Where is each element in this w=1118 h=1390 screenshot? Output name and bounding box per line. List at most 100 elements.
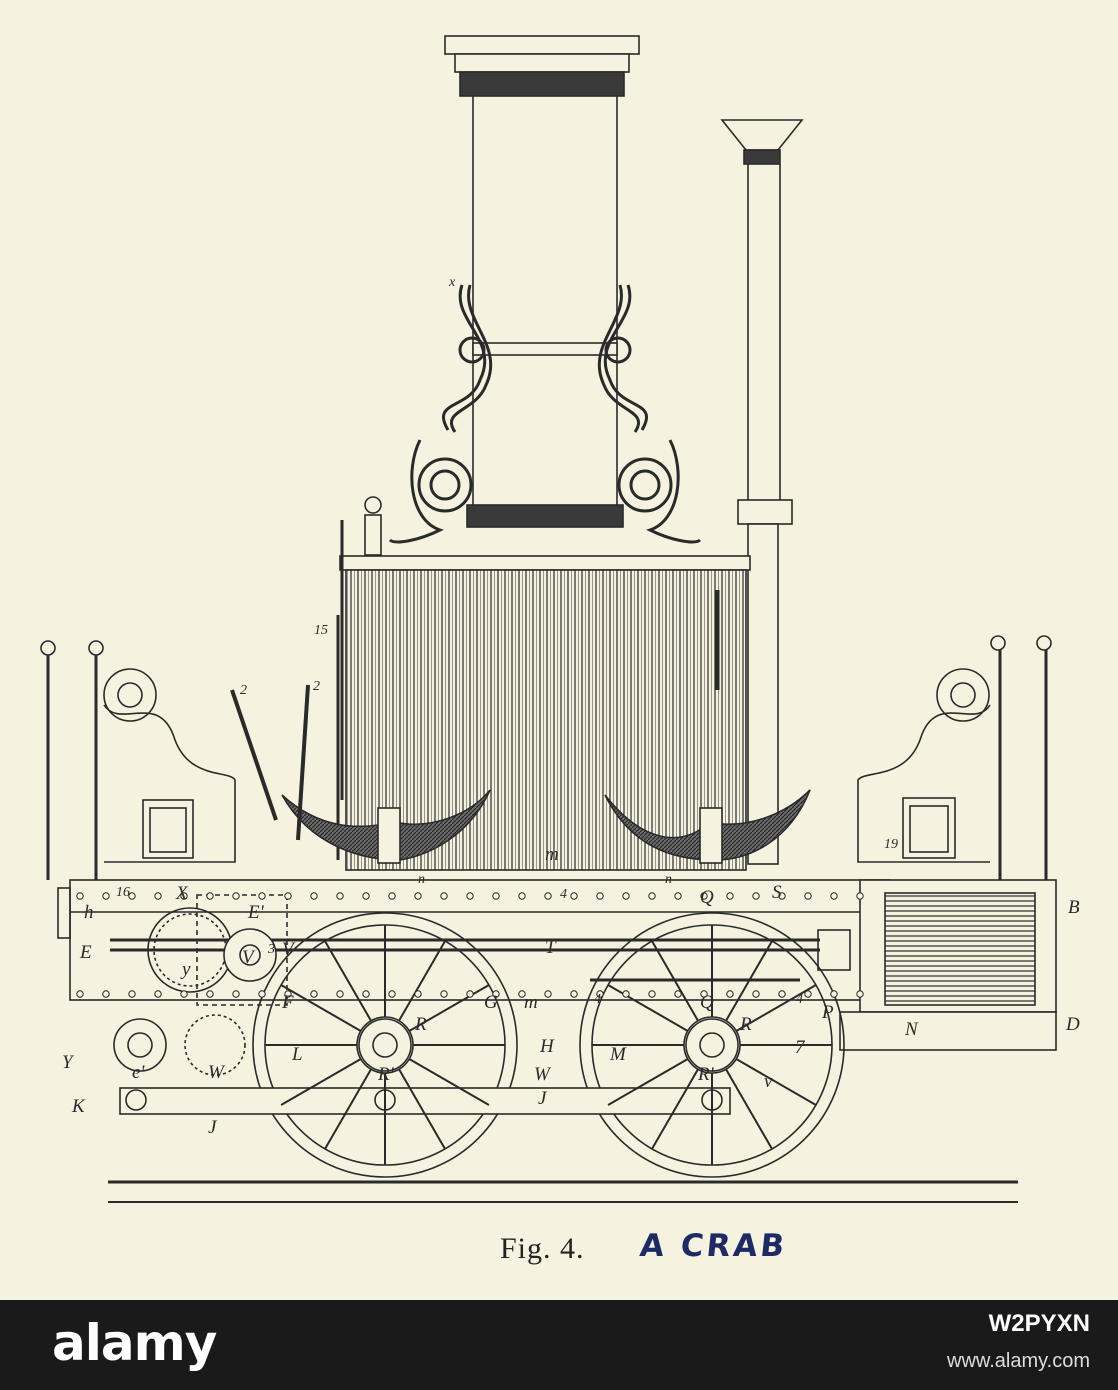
- frame-rivet: [518, 990, 526, 998]
- wheel-spoke: [398, 1068, 446, 1150]
- label-chimney-top: x: [448, 275, 456, 290]
- label-19: 19: [884, 837, 898, 852]
- label-B: B: [1068, 897, 1080, 918]
- frame-rivet: [258, 990, 266, 998]
- label-3: 3: [267, 942, 275, 957]
- stock-footer-bar: alamy W2PYXN www.alamy.com: [0, 1300, 1118, 1390]
- frame-rivet: [830, 892, 838, 900]
- frame-rivet: [492, 990, 500, 998]
- wheel-spoke: [607, 984, 689, 1032]
- frame-rivet: [726, 892, 734, 900]
- wheel-spoke: [607, 1058, 689, 1106]
- label-rod-15: 15: [314, 623, 328, 638]
- frame-rivet: [284, 990, 292, 998]
- wheel-spoke: [280, 984, 362, 1032]
- wheel-spoke: [280, 1058, 362, 1106]
- frame-rivet: [674, 990, 682, 998]
- label-Y: Y: [62, 1052, 75, 1073]
- label-V1: V: [242, 947, 256, 968]
- label-v: v: [764, 1071, 773, 1092]
- frame-rivet: [206, 892, 214, 900]
- frame-rivet: [232, 990, 240, 998]
- label-h: h: [84, 902, 94, 923]
- frame-rivet: [700, 990, 708, 998]
- label-16: 16: [116, 885, 130, 900]
- frame-rivet: [336, 892, 344, 900]
- label-lever-2a: 2: [240, 683, 247, 698]
- frame-rivet: [596, 990, 604, 998]
- wheel-spoke: [735, 1058, 817, 1106]
- figure-caption: Fig. 4.: [500, 1232, 585, 1265]
- frame-rivet: [76, 990, 84, 998]
- vertical-boiler: [336, 496, 751, 871]
- label-e-prime: e': [132, 1062, 145, 1083]
- frame-rivet: [336, 990, 344, 998]
- label-M: M: [609, 1044, 627, 1065]
- label-T: T: [545, 937, 557, 958]
- main-chimney: [444, 35, 640, 528]
- label-m2: m: [524, 992, 538, 1013]
- label-N: N: [904, 1019, 919, 1040]
- frame-rivet: [102, 892, 110, 900]
- frame-rivet: [648, 892, 656, 900]
- label-4c: 4: [796, 992, 803, 1007]
- label-S: S: [772, 882, 782, 903]
- label-Q2: Q: [700, 992, 714, 1013]
- frame-rivet: [622, 892, 630, 900]
- frame-rivet: [804, 990, 812, 998]
- frame-rivet: [128, 892, 136, 900]
- frame-rivet: [856, 990, 864, 998]
- label-W2: W: [534, 1064, 552, 1085]
- label-X: X: [175, 883, 189, 904]
- wheel-spoke: [735, 984, 817, 1032]
- frame-rivet: [570, 892, 578, 900]
- frame-rivet: [258, 892, 266, 900]
- label-n2: n: [665, 872, 672, 887]
- frame-rivet: [206, 990, 214, 998]
- frame-rivet: [778, 990, 786, 998]
- frame-rivet: [232, 892, 240, 900]
- frame-rivet: [388, 990, 396, 998]
- frame-rivet: [856, 892, 864, 900]
- label-R1: R: [414, 1014, 427, 1035]
- frame-rivet: [284, 892, 292, 900]
- label-P: P: [821, 1002, 834, 1023]
- label-E-prime: E': [247, 902, 265, 923]
- frame-rivet: [518, 892, 526, 900]
- label-V2: V: [282, 939, 296, 960]
- frame-rivet: [804, 892, 812, 900]
- wheel-spoke: [324, 1068, 372, 1150]
- site-url: www.alamy.com: [947, 1350, 1090, 1372]
- frame-rivet: [596, 892, 604, 900]
- frame-rivet: [544, 892, 552, 900]
- label-n1: n: [418, 872, 425, 887]
- label-Q1: Q: [700, 887, 714, 908]
- frame-rivet: [752, 892, 760, 900]
- label-4b: 4: [594, 992, 601, 1007]
- frame-rivet: [674, 892, 682, 900]
- image-id: W2PYXN: [988, 1310, 1090, 1337]
- frame-rivet: [466, 990, 474, 998]
- frame-rivet: [388, 892, 396, 900]
- frame-rivet: [622, 990, 630, 998]
- serpent-ornament-left: [388, 284, 493, 544]
- serpent-ornament-right: [597, 284, 702, 544]
- frame-rivet: [128, 990, 136, 998]
- frame-rivet: [414, 892, 422, 900]
- locomotive-drawing: x 2 2 15 m n n 19 h 16 X E' 3 V V y E F …: [40, 35, 1080, 1203]
- label-W1: W: [208, 1062, 226, 1083]
- frame-rivet: [362, 990, 370, 998]
- frame-rivet: [414, 990, 422, 998]
- engraving-plate: x 2 2 15 m n n 19 h 16 X E' 3 V V y E F …: [40, 35, 1080, 1265]
- exhaust-chimney: [720, 119, 804, 865]
- frame-rivet: [752, 990, 760, 998]
- label-R-prime1: R': [377, 1064, 395, 1085]
- frame-rivet: [310, 990, 318, 998]
- label-7: 7: [795, 1037, 806, 1058]
- wheel-spoke: [725, 1068, 773, 1150]
- wheel-spoke: [398, 940, 446, 1022]
- frame-rivet: [492, 892, 500, 900]
- handwritten-note: A CRAB: [638, 1228, 789, 1264]
- frame-rivet: [726, 990, 734, 998]
- frame-rivet: [154, 892, 162, 900]
